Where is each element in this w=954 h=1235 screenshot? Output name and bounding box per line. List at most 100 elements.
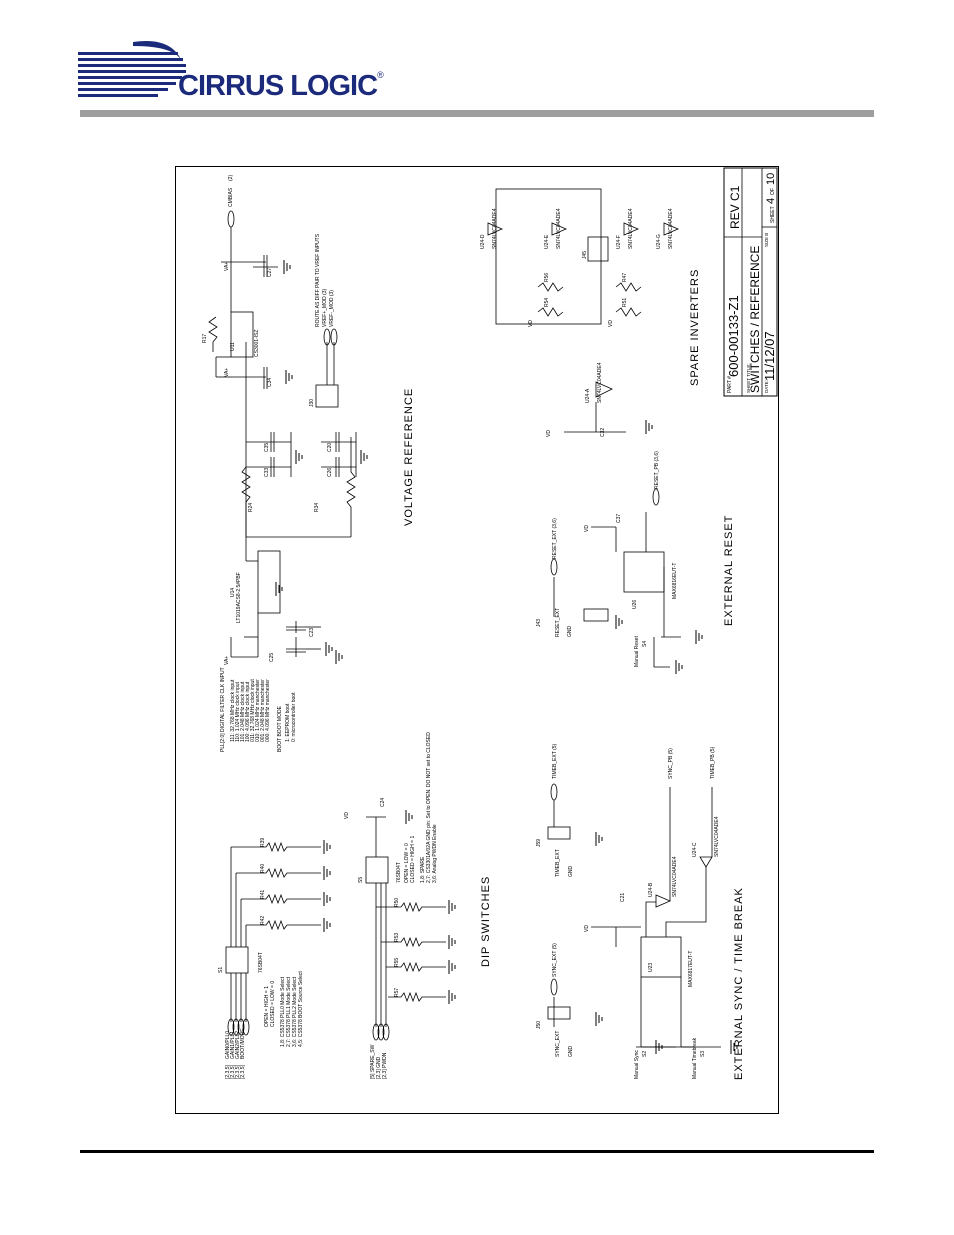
timeb-pb-net: TIMEB_PB (5) [710, 746, 716, 779]
tb-sheet-title-label: SHEET TITLE: [746, 363, 751, 393]
footer-divider [80, 1150, 874, 1153]
u24g-part: SN74LVC04ADE4 [668, 208, 674, 249]
dip-net-gain2: GAIN2/PLL2 [235, 1031, 241, 1059]
tb-of: OF [770, 188, 776, 195]
j50-gnd-label: GND [568, 1046, 574, 1058]
spare-inverters-circuit [487, 188, 680, 433]
cmbias-ref: (2) [228, 175, 234, 181]
c32-inv-label: C32 [600, 428, 606, 437]
spare-note-1: 1,8: SPARE [420, 856, 426, 883]
c34-label: C34 [267, 378, 273, 387]
c37-label: C37 [616, 514, 622, 523]
c25-label: C25 [269, 653, 275, 662]
manual-reset-label: Manual Reset [634, 636, 640, 667]
manual-timebreak-label: Manual Timebreak [692, 1037, 698, 1079]
s1-note-open: OPEN = HIGH = 1 [264, 986, 270, 1027]
r42-label: R42 [260, 916, 266, 925]
vd-label-sync: VD [584, 925, 590, 932]
c23-label: C23 [309, 628, 315, 637]
pin-note-1: 1,8: CS5378 PLL0 Mode Select [280, 976, 286, 1047]
r47-label: R47 [622, 273, 628, 282]
u24b-part: SN74LVC04ADE4 [672, 856, 678, 897]
dip-net-ref-2: [2,3,5] [230, 1064, 236, 1079]
va-plus-label-2: VA+ [224, 368, 230, 377]
r24-label: R24 [248, 503, 254, 512]
dip-net-gain1: GAIN1/PLL1 [230, 1031, 236, 1059]
s5-part: 76SB04T [396, 862, 402, 883]
boot-row-0: 0: microcontroller boot [291, 692, 297, 742]
u24d-part: SN74LVC04ADE4 [492, 208, 498, 249]
dip-net-gain0: GAIN0/PLL0 [225, 1031, 231, 1059]
s4-label: S4 [642, 641, 648, 647]
company-name: CIRRUS LOGIC® [178, 70, 384, 102]
dip-net-ref-1: [2,3,5] [225, 1064, 231, 1079]
u24e-label: U24-E [544, 234, 550, 249]
section-spare-inverters: SPARE INVERTERS [689, 269, 701, 386]
section-dip-switches: DIP SWITCHES [480, 876, 492, 967]
spare-gnd-net: [2,3] GND [376, 1056, 382, 1079]
s3-label: S3 [700, 1051, 706, 1057]
pll-row-101: 101: 2.048 MHz clock input [240, 681, 246, 742]
r55-label: R55 [394, 958, 400, 967]
r57-label: R57 [394, 988, 400, 997]
j43-gnd-label: GND [567, 626, 573, 638]
title-block: 600-00133-Z1 PART # REV C1 SWITCHES / RE… [723, 167, 778, 397]
s2-label: S2 [642, 1051, 648, 1057]
pll-table-title: PLL[2:0] DIGITAL FILTER CLK INPUT [220, 667, 226, 752]
u11-part: CS3001-ISZ [254, 329, 260, 357]
vd-label-inv-2: VD [608, 320, 614, 327]
j45-label: J45 [582, 251, 588, 259]
s5-note-closed: CLOSED = HIGH = 1 [410, 836, 416, 883]
pin-note-3: 3,6: CS5378 PLL2 Mode Select [292, 976, 298, 1047]
dip-net-boot: BOOT/MODE [240, 1028, 246, 1059]
s1-label: S1 [218, 967, 224, 973]
pll-row-100: 100: 4.096 MHz clock input [245, 681, 251, 742]
section-voltage-reference: VOLTAGE REFERENCE [403, 388, 415, 526]
dip-resistors [231, 841, 446, 1003]
timeb-ext-net: TIMEB_EXT (5) [552, 743, 558, 779]
u14-part: LT1019ACS8-2.5#PBF [236, 572, 242, 623]
c35-label: C35 [264, 443, 270, 452]
c27-label: C27 [267, 268, 273, 277]
pll-row-110: 110: 1.024 MHz clock input [235, 681, 241, 742]
vd-label-reset: VD [584, 525, 590, 532]
dip-net-ref-4: [2,3,5] [240, 1064, 246, 1079]
c20-label: C20 [327, 443, 333, 452]
r41-label: R41 [260, 890, 266, 899]
tb-sheet-num: 4 [765, 198, 777, 204]
reset-pb-net: RESET_PB (3,6) [654, 451, 660, 489]
external-sync-circuit [547, 783, 721, 1048]
pin-note-4: 4,5: CS5378 BOOT Source Select [298, 971, 304, 1047]
r53-label: R53 [394, 933, 400, 942]
u24d-label: U24-D [480, 234, 486, 249]
route-diff-pair-note: ROUTE AS DIFF PAIR TO VREF INPUTS [315, 233, 321, 327]
va-plus-label-1: VA+ [224, 656, 230, 665]
cirrus-logic-swoosh-icon [78, 40, 186, 97]
u26-label: U26 [632, 600, 638, 609]
pll-row-111: 111: 32.768 MHz clock input [230, 679, 236, 742]
pll-row-010: 010: 1.024 MHz manchester [255, 679, 261, 742]
pin-note-2: 2,7: CS5378 PLL1 Mode Select [286, 976, 292, 1047]
j43-label: J43 [536, 619, 542, 627]
spare-sw-net: [5] SPARE_SW [370, 1044, 376, 1079]
tb-part-label: PART # [727, 376, 733, 393]
r17-label: R17 [202, 334, 208, 343]
vref-plus-net: VREF+_MOD (3) [322, 288, 328, 327]
s5-label: S5 [358, 877, 364, 883]
u24b-label: U24-B [648, 882, 654, 897]
c26-label: C26 [327, 468, 333, 477]
u11-ref: U11 [230, 342, 236, 351]
tb-rev: REV C1 [728, 185, 742, 229]
schematic-drawing: 600-00133-Z1 PART # REV C1 SWITCHES / RE… [202, 167, 778, 1080]
u24c-part: SN74LVC04ADE4 [714, 816, 720, 857]
s1-note-closed: CLOSED = LOW = 0 [270, 981, 276, 1027]
u14-ref: U14 [230, 588, 236, 597]
s5-note-open: OPEN = LOW = 0 [404, 843, 410, 883]
c24-label: C24 [380, 798, 386, 807]
tb-size-label: SIZE B [764, 233, 769, 247]
u23-part: MAX6817EUT-T [688, 951, 694, 987]
u24c-label: U24-C [692, 842, 698, 857]
j50-sync-ext-label: SYNC_EXT [555, 1031, 561, 1057]
dip-net-ref-3: [2,3,5] [235, 1064, 241, 1079]
cmbias-net: CMBIAS [228, 187, 234, 207]
